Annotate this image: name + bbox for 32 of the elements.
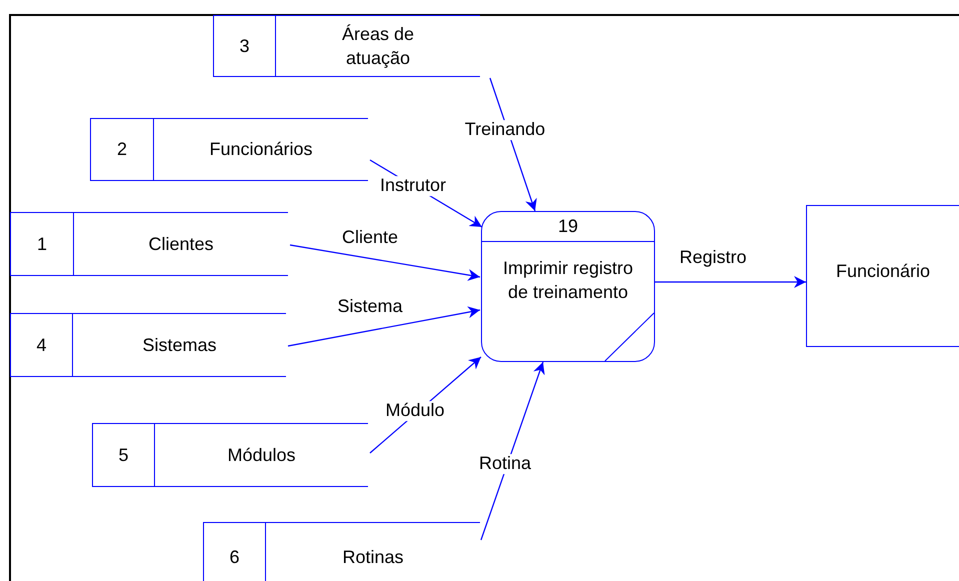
store-name: Áreas de atuação (340, 22, 416, 70)
external-entity (806, 205, 959, 347)
store-name: Módulos (227, 444, 296, 467)
store-number: 4 (36, 334, 46, 356)
store-number: 2 (116, 138, 127, 161)
store-number: 6 (229, 546, 240, 568)
edge-label: Rotina (478, 454, 532, 474)
store-name: Clientes (148, 232, 214, 256)
edge-label: Instrutor (378, 176, 448, 196)
flow-arrow (288, 306, 480, 347)
process-number: 19 (558, 215, 578, 238)
store-name: Rotinas (342, 546, 404, 569)
entity-label: Funcionário (836, 260, 930, 282)
flow-arrow (655, 276, 806, 288)
store-number: 3 (239, 34, 250, 58)
data-store (90, 118, 368, 181)
process-label: Imprimir registro de treinamento (503, 257, 633, 304)
edge-label: Módulo (384, 401, 446, 421)
edge-label: Registro (678, 248, 748, 268)
store-name: Funcionários (209, 138, 313, 162)
data-store (92, 423, 368, 487)
data-store (10, 212, 288, 276)
store-name: Sistemas (142, 334, 217, 357)
flow-arrow (480, 362, 545, 540)
data-store (213, 15, 480, 77)
store-number: 5 (118, 444, 128, 466)
data-store (203, 522, 480, 581)
edge-label: Treinando (464, 120, 546, 140)
process-box (481, 211, 655, 362)
store-number: 1 (36, 232, 47, 256)
flow-arrow (290, 244, 480, 281)
data-store (10, 313, 286, 377)
